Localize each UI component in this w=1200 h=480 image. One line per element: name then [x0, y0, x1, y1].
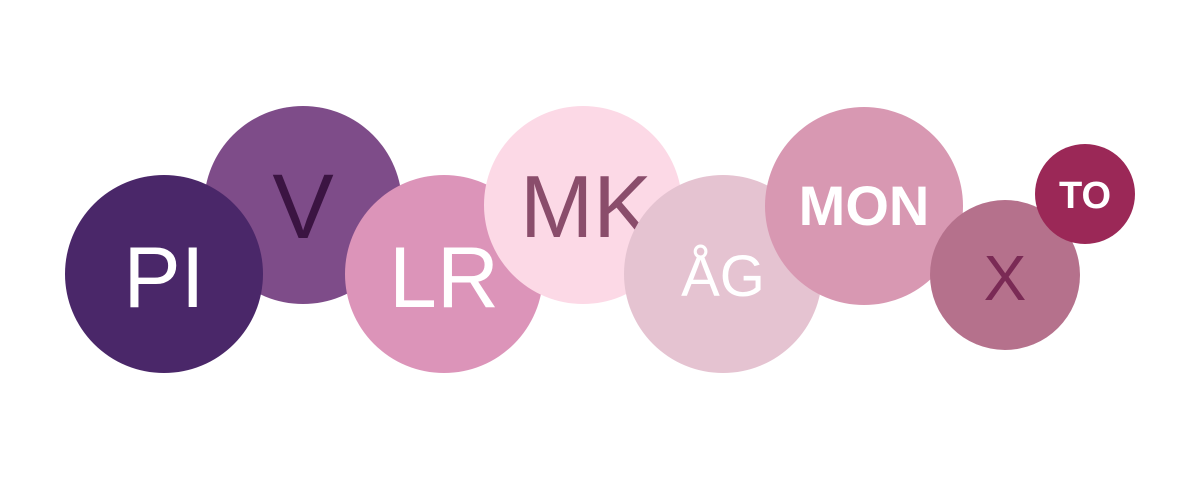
bubble-label-ag: ÅG [681, 244, 765, 309]
bubble-label-pi: PI [123, 230, 205, 326]
bubble-label-v: V [272, 156, 334, 258]
bubble-lr: LR [345, 175, 543, 373]
bubble-label-lr: LR [389, 230, 499, 326]
bubble-label-x: X [983, 242, 1027, 314]
bubble-label-mk: MK [520, 157, 652, 256]
bubble-label-mon: MON [798, 174, 930, 237]
bubble-label-to: TO [1058, 175, 1112, 217]
bubble-pi: PI [65, 175, 263, 373]
bubble-to: TO [1035, 144, 1135, 244]
